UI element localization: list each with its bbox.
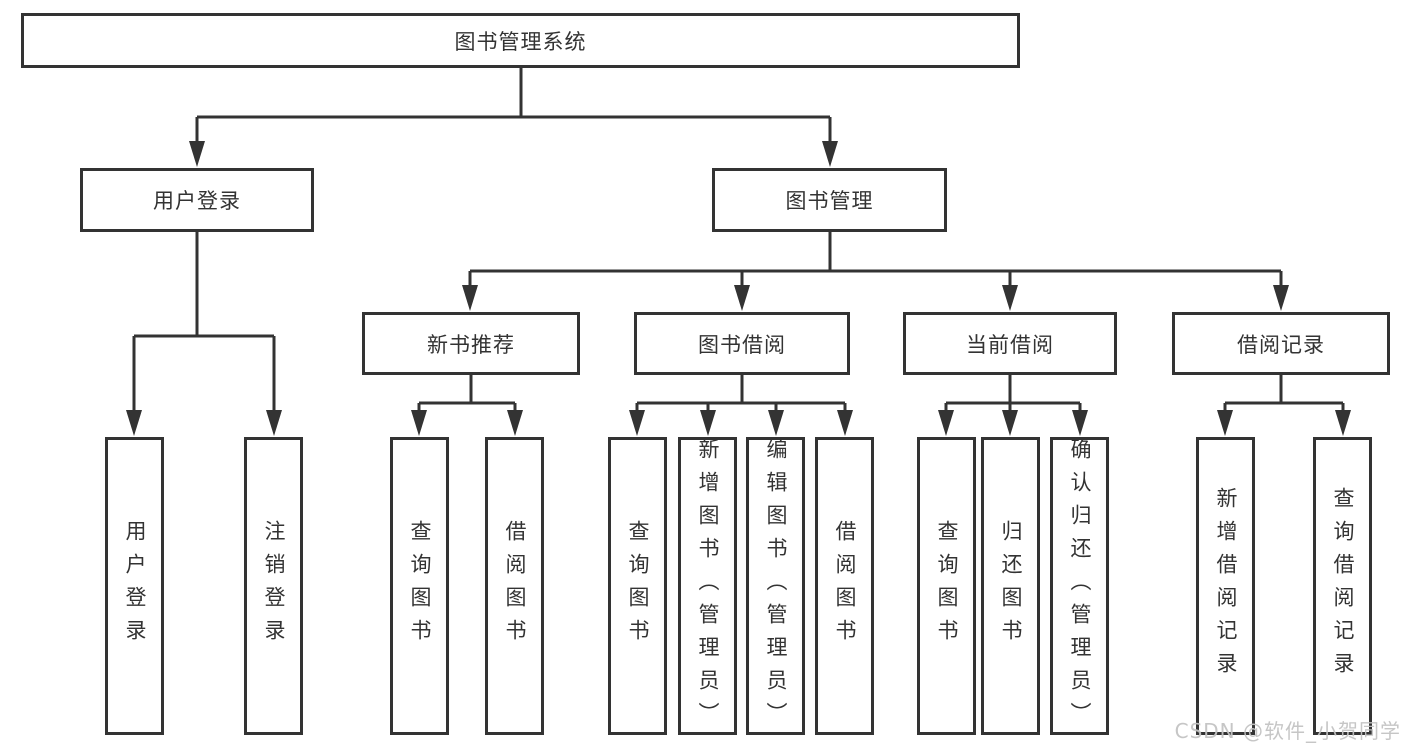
node-label: 用户登录 [123, 520, 147, 652]
leaf-borrow-edit-books-admin: 编辑图书（管理员） [746, 437, 805, 735]
leaf-borrow-add-books-admin: 新增图书（管理员） [678, 437, 737, 735]
leaf-logout: 注销登录 [244, 437, 303, 735]
node-label: 归还图书 [999, 520, 1023, 652]
node-new-book-recommendation: 新书推荐 [362, 312, 580, 375]
leaf-borrow-borrow-books: 借阅图书 [815, 437, 874, 735]
node-label: 图书管理系统 [454, 29, 587, 54]
leaf-recommend-borrow-books: 借阅图书 [485, 437, 544, 735]
node-library-management-system: 图书管理系统 [21, 13, 1020, 68]
leaf-user-login: 用户登录 [105, 437, 164, 735]
leaf-recommend-query-books: 查询图书 [390, 437, 449, 735]
node-label: 新增借阅记录 [1214, 487, 1238, 685]
csdn-watermark: CSDN @软件_小贺同学 [1174, 719, 1401, 743]
node-label: 查询图书 [935, 520, 959, 652]
node-borrowing-records: 借阅记录 [1172, 312, 1390, 375]
node-label: 当前借阅 [966, 332, 1054, 357]
node-label: 借阅记录 [1237, 332, 1325, 357]
node-label: 图书管理 [785, 189, 874, 213]
node-label: 图书借阅 [698, 332, 786, 357]
node-label: 借阅图书 [503, 520, 527, 652]
node-book-borrowing: 图书借阅 [634, 312, 850, 375]
node-label: 确认归还（管理员） [1068, 437, 1092, 735]
node-label: 借阅图书 [833, 520, 857, 652]
node-label: 查询图书 [626, 520, 650, 652]
node-label: 用户登录 [153, 189, 241, 213]
leaf-records-add-record: 新增借阅记录 [1196, 437, 1255, 735]
node-label: 注销登录 [262, 520, 286, 652]
node-label: 新书推荐 [427, 332, 515, 357]
leaf-borrow-query-books: 查询图书 [608, 437, 667, 735]
leaf-current-confirm-return-admin: 确认归还（管理员） [1050, 437, 1109, 735]
node-user-login: 用户登录 [80, 168, 314, 232]
node-label: 新增图书（管理员） [696, 437, 720, 735]
leaf-current-return-books: 归还图书 [981, 437, 1040, 735]
node-current-borrowing: 当前借阅 [903, 312, 1117, 375]
node-label: 查询借阅记录 [1331, 487, 1355, 685]
node-book-management: 图书管理 [712, 168, 947, 232]
leaf-current-query-books: 查询图书 [917, 437, 976, 735]
node-label: 查询图书 [408, 520, 432, 652]
leaf-records-query-record: 查询借阅记录 [1313, 437, 1372, 735]
arrowhead-icons [126, 141, 1351, 436]
node-label: 编辑图书（管理员） [764, 437, 788, 735]
